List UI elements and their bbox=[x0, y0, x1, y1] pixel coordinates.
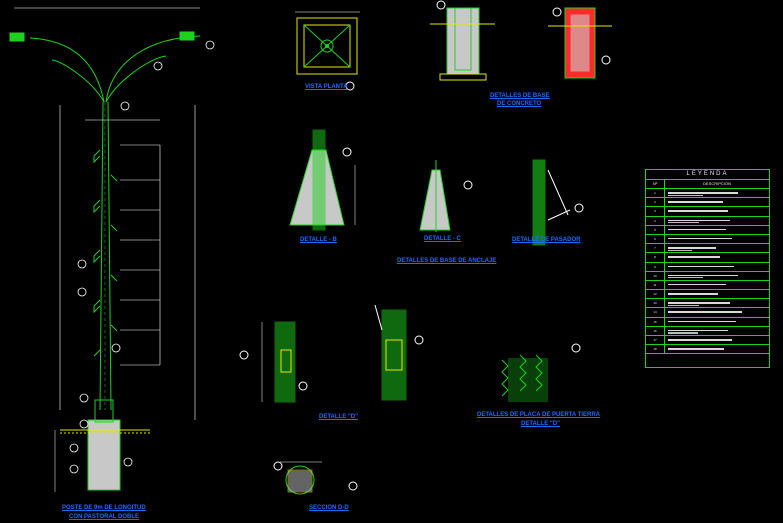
label-detalles-base-anclaje: DETALLES DE BASE DE ANCLAJE bbox=[397, 258, 497, 264]
legend-col-desc: DESCRIPCION bbox=[703, 181, 731, 186]
legend-row-num: 10 bbox=[646, 271, 665, 280]
label-detalle-c: DETALLE - C bbox=[424, 236, 461, 242]
label-vista-planta: VISTA PLANTA bbox=[305, 84, 348, 90]
legend-row-desc bbox=[665, 272, 769, 280]
label-detalle-b: DETALLE - B bbox=[300, 237, 337, 243]
legend-row: 13 bbox=[646, 299, 769, 309]
legend-col-num: Nº bbox=[646, 180, 665, 188]
legend-row: 3 bbox=[646, 207, 769, 217]
pole-foundation bbox=[54, 399, 150, 492]
detail-d-right bbox=[374, 304, 424, 401]
legend-row-num: 5 bbox=[646, 225, 665, 234]
detail-b bbox=[289, 129, 356, 231]
detail-pasador bbox=[532, 159, 584, 246]
label-detalles-base-1: DETALLES DE BASE bbox=[490, 93, 550, 99]
legend-row: 9 bbox=[646, 262, 769, 272]
legend-row-desc bbox=[665, 207, 769, 215]
legend-row: 2 bbox=[646, 198, 769, 208]
legend-row-num: 12 bbox=[646, 290, 665, 299]
detail-puerta bbox=[501, 343, 581, 402]
legend-row: 16 bbox=[646, 326, 769, 336]
legend-row: 7 bbox=[646, 244, 769, 254]
legend-row-num: 3 bbox=[646, 207, 665, 216]
legend-row-num: 2 bbox=[646, 198, 665, 207]
detail-c bbox=[419, 160, 473, 232]
legend-row-num: 15 bbox=[646, 317, 665, 326]
legend-row-desc bbox=[665, 253, 769, 261]
legend-row: 6 bbox=[646, 234, 769, 245]
legend-row-desc bbox=[665, 318, 769, 326]
legend-row-desc bbox=[665, 198, 769, 206]
legend-row-num: 17 bbox=[646, 336, 665, 345]
legend-row-desc bbox=[665, 217, 769, 225]
legend-row-num: 14 bbox=[646, 308, 665, 317]
label-poste-1: POSTE DE 9m DE LONGITUD bbox=[62, 505, 146, 511]
pole-elevation bbox=[9, 31, 201, 411]
base-detail-1 bbox=[430, 0, 495, 81]
pastoral-arm-left bbox=[29, 37, 105, 103]
legend-row-desc bbox=[665, 226, 769, 234]
legend-row-num: 9 bbox=[646, 262, 665, 271]
label-detalles-base-2: DE CONCRETO bbox=[497, 101, 542, 107]
legend-row: 14 bbox=[646, 308, 769, 318]
legend-row-desc bbox=[665, 299, 769, 307]
legend-row: 17 bbox=[646, 336, 769, 346]
legend-row: 15 bbox=[646, 317, 769, 327]
legend-row: 12 bbox=[646, 290, 769, 300]
legend-row-num: 1 bbox=[646, 189, 665, 198]
legend-row-num: 7 bbox=[646, 244, 665, 253]
legend-row: 8 bbox=[646, 253, 769, 263]
legend-row-desc bbox=[665, 327, 769, 335]
label-detalle-d: DETALLE "D" bbox=[319, 414, 358, 420]
legend-row-num: 8 bbox=[646, 253, 665, 262]
luminaire-right bbox=[179, 31, 195, 41]
pole-dimensions bbox=[14, 7, 200, 420]
legend-row: 10 bbox=[646, 271, 769, 281]
luminaire-left bbox=[9, 32, 25, 42]
legend-title: LEYENDA bbox=[646, 170, 769, 180]
legend-row-desc bbox=[665, 263, 769, 271]
plan-view bbox=[295, 11, 360, 91]
legend-row: 1 bbox=[646, 189, 769, 199]
legend-header: Nº DESCRIPCION bbox=[646, 180, 769, 189]
legend-row-desc bbox=[665, 244, 769, 252]
legend-row-desc bbox=[665, 189, 769, 197]
detail-d-left bbox=[239, 321, 308, 403]
label-detalle-puerta-2: DETALLE "D" bbox=[521, 421, 560, 427]
legend-row-desc bbox=[665, 281, 769, 289]
label-seccion: SECCION D-D bbox=[309, 505, 349, 511]
legend-row-num: 4 bbox=[646, 216, 665, 225]
legend-row-num: 11 bbox=[646, 280, 665, 290]
legend-row: 5 bbox=[646, 225, 769, 235]
legend-row-num: 16 bbox=[646, 326, 665, 335]
legend-row-desc bbox=[665, 235, 769, 243]
section-dd bbox=[273, 461, 358, 495]
legend-row-desc bbox=[665, 345, 769, 353]
pastoral-arm-right bbox=[105, 35, 201, 103]
base-detail-2 bbox=[548, 7, 612, 79]
label-detalle-pasador: DETALLE DE PASADOR bbox=[512, 237, 581, 243]
legend-row-num: 13 bbox=[646, 299, 665, 308]
label-detalle-puerta-1: DETALLES DE PLACA DE PUERTA TIERRA bbox=[477, 412, 601, 418]
legend-row-num: 18 bbox=[646, 345, 665, 354]
label-poste-2: CON PASTORAL DOBLE bbox=[69, 514, 140, 520]
legend-row-desc bbox=[665, 290, 769, 298]
pole-callouts bbox=[69, 40, 215, 474]
legend-row: 11 bbox=[646, 280, 769, 291]
legend-row-desc bbox=[665, 336, 769, 344]
legend-row: 18 bbox=[646, 345, 769, 355]
legend-row: 4 bbox=[646, 216, 769, 226]
legend-row-desc bbox=[665, 308, 769, 316]
legend-row-num: 6 bbox=[646, 234, 665, 244]
